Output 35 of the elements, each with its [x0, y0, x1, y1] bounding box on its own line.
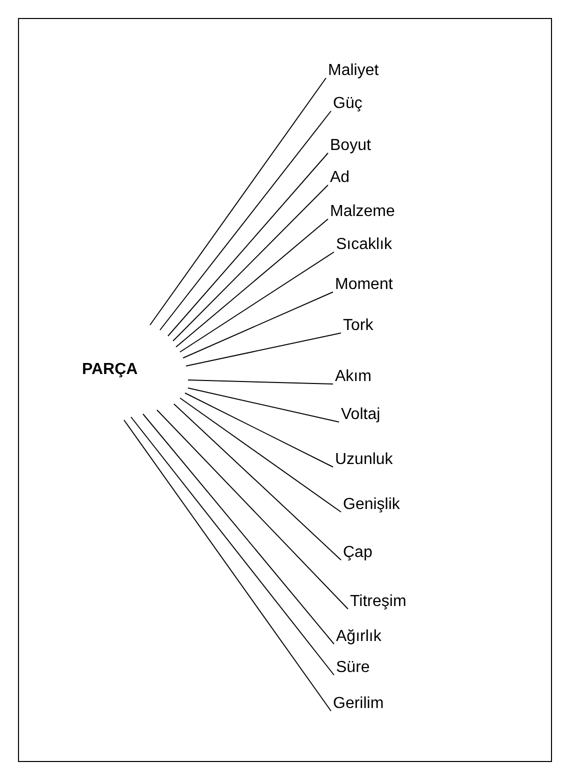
attribute-label: Gerilim — [333, 695, 384, 713]
attribute-label: Voltaj — [341, 406, 380, 424]
connector-line — [186, 332, 342, 366]
attribute-label: Tork — [343, 317, 374, 335]
attribute-label: Çap — [343, 544, 372, 562]
connector-line — [160, 110, 332, 330]
attribute-label: Sıcaklık — [336, 236, 392, 254]
attribute-label: Moment — [335, 276, 393, 294]
connector-line — [168, 152, 328, 336]
connector-line — [130, 416, 334, 676]
attribute-label: Titreşim — [350, 593, 406, 611]
connector-line — [156, 410, 348, 610]
connector-line — [184, 392, 334, 468]
connector-line — [182, 292, 334, 358]
attribute-label: Güç — [333, 95, 362, 113]
connector-line — [188, 388, 340, 422]
attribute-label: Ad — [330, 169, 350, 187]
connector-line — [150, 78, 326, 326]
connector-line — [180, 252, 334, 352]
connector-line — [172, 184, 328, 342]
connector-line — [142, 414, 334, 644]
attribute-label: Malzeme — [330, 203, 395, 221]
attribute-label: Ağırlık — [336, 628, 382, 646]
attribute-label: Maliyet — [328, 62, 379, 80]
attribute-label: Süre — [336, 659, 370, 677]
root-label: PARÇA — [82, 361, 138, 379]
attribute-label: Akım — [335, 368, 372, 386]
attribute-label: Uzunluk — [335, 451, 393, 469]
connector-line — [176, 218, 328, 348]
connector-line — [174, 404, 342, 560]
connector-line — [180, 398, 342, 512]
connector-line — [188, 380, 334, 384]
connector-line — [124, 420, 332, 712]
attribute-label: Boyut — [330, 137, 371, 155]
attribute-label: Genişlik — [343, 496, 400, 514]
